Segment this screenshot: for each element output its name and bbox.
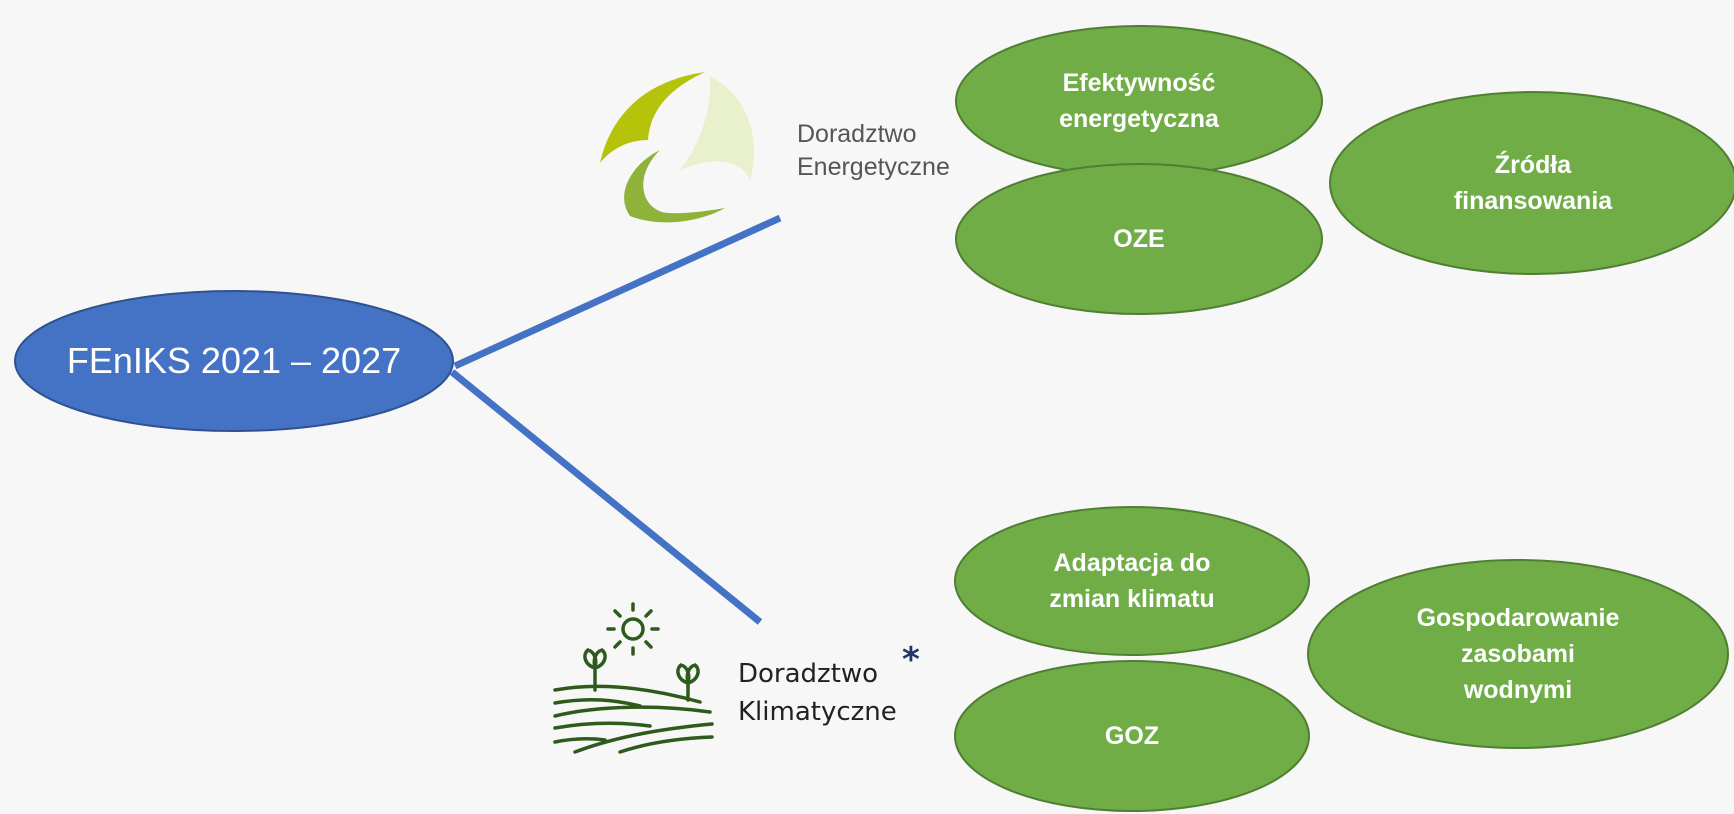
connector-energy	[453, 214, 782, 370]
branch-label-energy: Doradztwo Energetyczne	[797, 120, 950, 181]
node-efektywnosc-oval	[955, 25, 1323, 177]
root-oval	[14, 290, 454, 432]
node-goz-oval	[954, 660, 1310, 812]
climate-asterisk-marker: *	[902, 640, 920, 680]
farm-field-sun-icon	[553, 602, 714, 754]
node-zrodla-oval	[1329, 91, 1734, 275]
pinwheel-logo-icon	[600, 72, 755, 223]
connector-climate	[449, 369, 763, 625]
node-gospodarowanie-oval	[1307, 559, 1729, 749]
branch-label-climate: Doradztwo Klimatyczne	[738, 659, 897, 727]
node-adaptacja-oval	[954, 506, 1310, 656]
node-oze-oval	[955, 163, 1323, 315]
